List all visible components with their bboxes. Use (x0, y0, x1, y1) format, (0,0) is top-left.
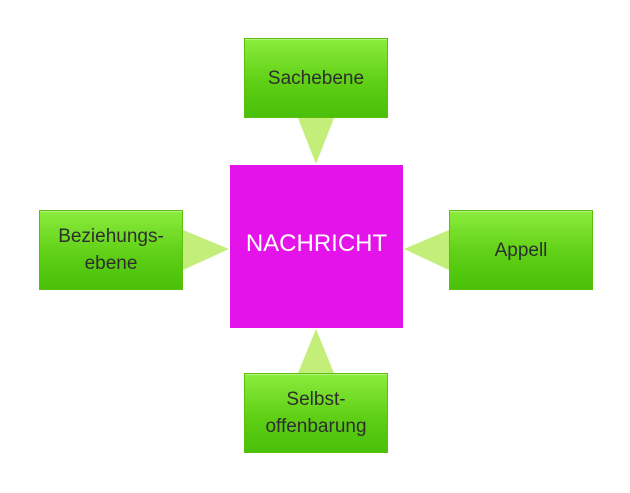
node-right-label: Appell (494, 239, 548, 261)
center-label: NACHRICHT (245, 229, 388, 257)
arrow-bottom (298, 329, 334, 373)
arrow-left (183, 230, 229, 270)
node-bottom: Selbst- offenbarung (244, 373, 388, 453)
center-node: NACHRICHT (230, 165, 403, 328)
node-left-label: Beziehungs- ebene (58, 226, 164, 274)
node-left: Beziehungs- ebene (39, 210, 183, 290)
arrow-top (298, 118, 334, 164)
arrow-right (404, 230, 449, 270)
node-bottom-label: Selbst- offenbarung (265, 389, 367, 437)
node-top-label: Sachebene (267, 67, 365, 89)
node-right: Appell (449, 210, 593, 290)
node-top: Sachebene (244, 38, 388, 118)
